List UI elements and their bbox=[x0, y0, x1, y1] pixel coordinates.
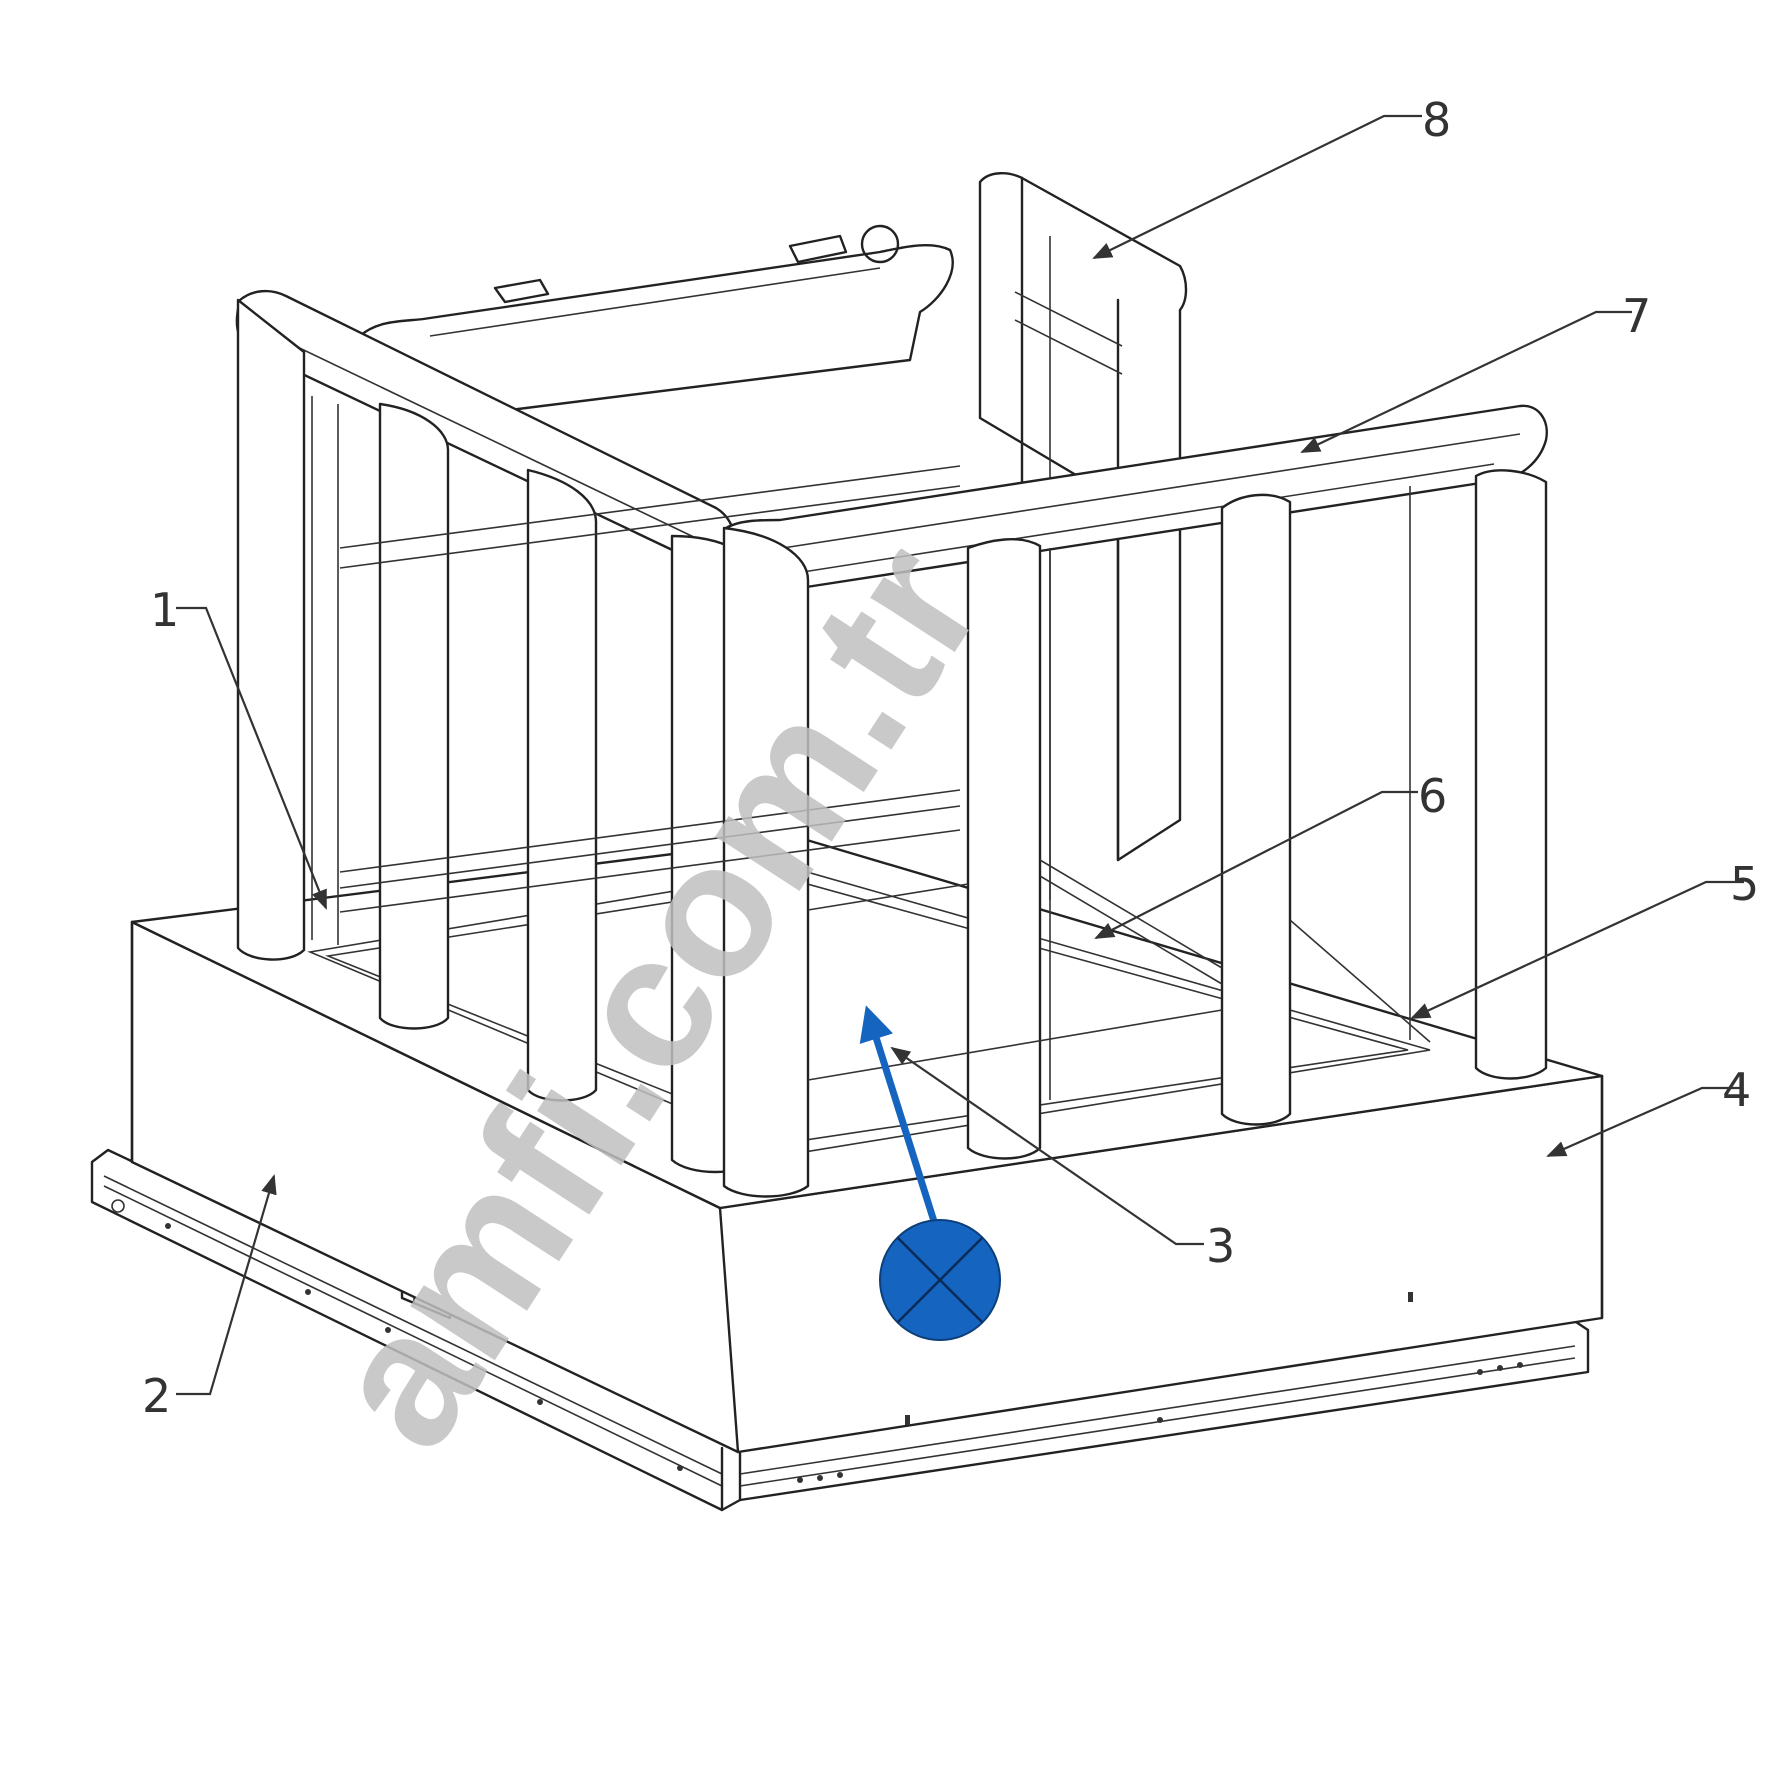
callout-labels: 1 2 3 4 5 6 7 8 bbox=[142, 93, 1759, 1423]
rear-top-rail bbox=[358, 224, 954, 422]
callout-6: 6 bbox=[1418, 769, 1447, 823]
left-posts bbox=[236, 298, 760, 1174]
inner-rails bbox=[339, 465, 1431, 1081]
callout-5: 5 bbox=[1730, 857, 1759, 911]
callout-1: 1 bbox=[150, 583, 179, 637]
front-posts bbox=[722, 469, 1548, 1198]
callout-8: 8 bbox=[1422, 93, 1451, 147]
leader-lines bbox=[176, 114, 1744, 1396]
callout-2: 2 bbox=[142, 1369, 171, 1423]
callout-3: 3 bbox=[1206, 1219, 1235, 1273]
crosshair-marker-icon bbox=[859, 1005, 1001, 1341]
callout-7: 7 bbox=[1622, 289, 1651, 343]
callout-4: 4 bbox=[1722, 1063, 1751, 1117]
